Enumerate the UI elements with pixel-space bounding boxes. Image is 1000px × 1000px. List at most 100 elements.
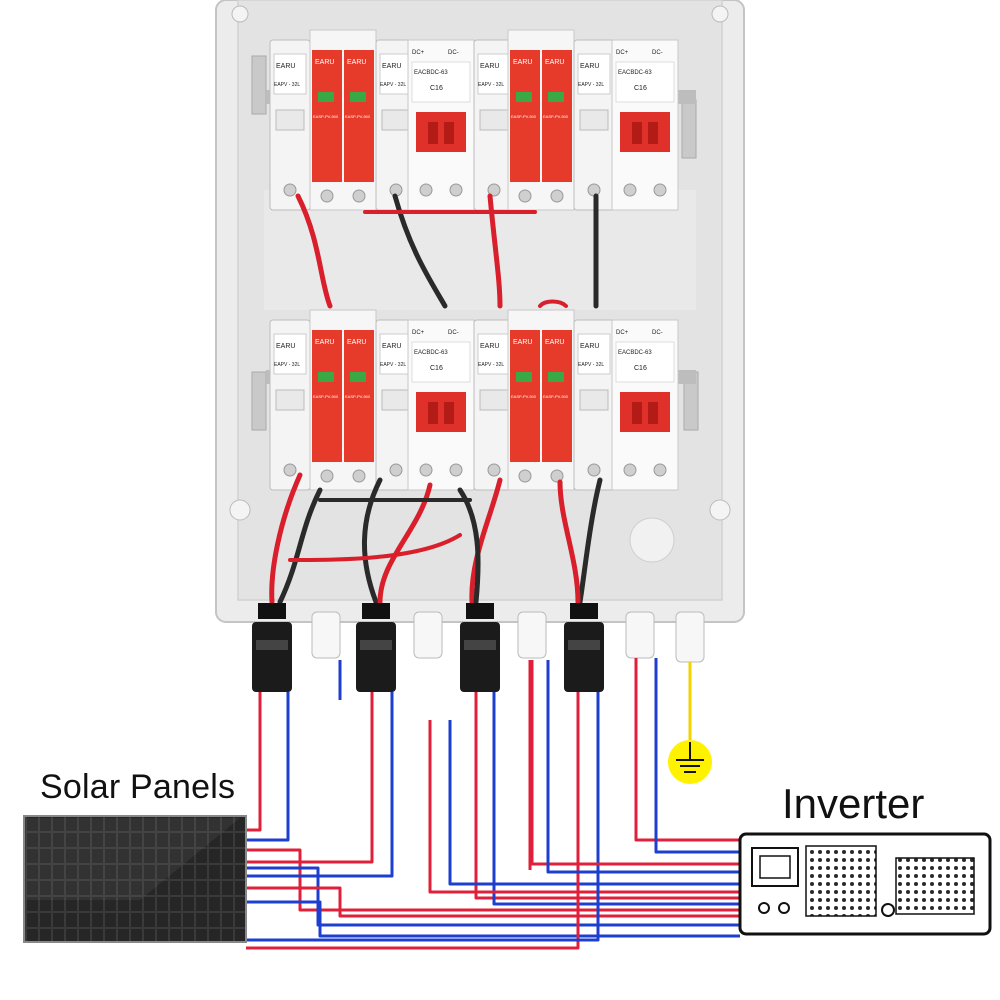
brand-label: EARU	[347, 339, 366, 346]
fuse-model-label: EAPV - 32L	[274, 362, 300, 368]
fuse-model-label: EAPV - 32L	[380, 82, 406, 88]
mc4-connector-icon	[356, 603, 396, 692]
module-row-bottom: EARU EAPV - 32L EARU EARU EASP-PV-500 EASP-PV…	[266, 309, 696, 491]
fuse-holder: EARU EAPV - 32L	[269, 39, 311, 211]
breaker-rating-label: C16	[634, 85, 647, 92]
cable-gland-icon	[413, 611, 443, 659]
cable-gland-icon	[625, 611, 655, 659]
brand-label: EARU	[580, 343, 599, 350]
brand-label: EARU	[513, 59, 532, 66]
ground-connection	[668, 662, 712, 784]
cable-gland-icon	[311, 611, 341, 659]
inverter-label: Inverter	[782, 780, 925, 827]
negative-wire	[246, 692, 600, 942]
solar-panels-label: Solar Panels	[40, 768, 236, 806]
surge-protective-device: EARU EARU EASP-PV-500 EASP-PV-500	[309, 29, 377, 211]
positive-wire	[246, 692, 580, 950]
fuse-model-label: EAPV - 32L	[478, 82, 504, 88]
dc-minus-label: DC-	[652, 50, 663, 56]
brand-label: EARU	[545, 339, 564, 346]
breaker-rating-label: C16	[634, 365, 647, 372]
dc-minus-label: DC-	[652, 330, 663, 336]
fuse-holder: EARU EAPV - 32L	[269, 319, 311, 491]
dc-plus-label: DC+	[616, 50, 629, 56]
negative-wire	[492, 692, 740, 906]
spd-model-label: EASP-PV-500	[345, 114, 371, 119]
negative-wire	[246, 692, 290, 842]
breaker-rating-label: C16	[430, 365, 443, 372]
surge-protective-device: EARU EARU EASP-PV-500 EASP-PV-500	[507, 309, 575, 491]
negative-wire	[448, 720, 740, 886]
negative-wire	[246, 692, 394, 878]
brand-label: EARU	[315, 59, 334, 66]
dc-plus-label: DC+	[616, 330, 629, 336]
breaker-model-label: EACBDC-63	[414, 350, 448, 356]
brand-label: EARU	[315, 339, 334, 346]
fuse-holder: EARU EAPV - 32L	[473, 319, 515, 491]
breaker-model-label: EACBDC-63	[618, 350, 652, 356]
cable-gland-icon	[517, 611, 547, 659]
brand-label: EARU	[513, 339, 532, 346]
spd-model-label: EASP-PV-500	[543, 394, 569, 399]
fuse-model-label: EAPV - 32L	[578, 362, 604, 368]
spd-model-label: EASP-PV-500	[313, 394, 339, 399]
positive-wire	[246, 692, 262, 832]
mc4-connector-icon	[460, 603, 500, 692]
surge-protective-device: EARU EARU EASP-PV-500 EASP-PV-500	[309, 309, 377, 491]
brand-label: EARU	[480, 63, 499, 70]
ground-symbol-icon	[668, 740, 712, 784]
spd-model-label: EASP-PV-500	[511, 114, 537, 119]
dc-plus-label: DC+	[412, 330, 425, 336]
fuse-holder: EARU EAPV - 32L	[573, 39, 615, 211]
positive-wire	[634, 658, 740, 842]
negative-wire	[246, 866, 740, 927]
brand-label: EARU	[480, 343, 499, 350]
cable-gland-icon	[675, 611, 705, 663]
surge-protective-device: EARU EARU EASP-PV-500 EASP-PV-500	[507, 29, 575, 211]
positive-wire	[530, 660, 740, 866]
breaker-rating-label: C16	[430, 85, 443, 92]
dc-minus-label: DC-	[448, 330, 459, 336]
spd-model-label: EASP-PV-500	[345, 394, 371, 399]
brand-label: EARU	[276, 343, 295, 350]
negative-wire	[546, 660, 740, 874]
breaker-model-label: EACBDC-63	[618, 70, 652, 76]
cable-glands	[311, 611, 705, 663]
spd-model-label: EASP-PV-500	[313, 114, 339, 119]
positive-wire	[474, 692, 740, 900]
solar-panel-icon	[23, 815, 247, 943]
dc-minus-label: DC-	[448, 50, 459, 56]
dc-plus-label: DC+	[412, 50, 425, 56]
mc4-connector-icon	[564, 603, 604, 692]
positive-wire	[246, 692, 374, 864]
inverter-unit-icon	[738, 832, 992, 936]
fuse-holder: EARU EAPV - 32L	[573, 319, 615, 491]
negative-wire	[654, 658, 740, 854]
fuse-model-label: EAPV - 32L	[478, 362, 504, 368]
fuse-holder: EARU EAPV - 32L	[473, 39, 515, 211]
brand-label: EARU	[545, 59, 564, 66]
spd-model-label: EASP-PV-500	[511, 394, 537, 399]
mc4-connectors	[252, 603, 604, 692]
brand-label: EARU	[382, 343, 401, 350]
spd-model-label: EASP-PV-500	[543, 114, 569, 119]
positive-wire	[246, 886, 740, 918]
fuse-model-label: EAPV - 32L	[380, 362, 406, 368]
negative-wire	[246, 900, 740, 938]
fuse-model-label: EAPV - 32L	[578, 82, 604, 88]
brand-label: EARU	[276, 63, 295, 70]
brand-label: EARU	[347, 59, 366, 66]
external-wiring	[246, 658, 740, 950]
fuse-model-label: EAPV - 32L	[274, 82, 300, 88]
internal-cables	[269, 193, 603, 605]
positive-wire	[428, 720, 740, 894]
breaker-model-label: EACBDC-63	[414, 70, 448, 76]
brand-label: EARU	[580, 63, 599, 70]
